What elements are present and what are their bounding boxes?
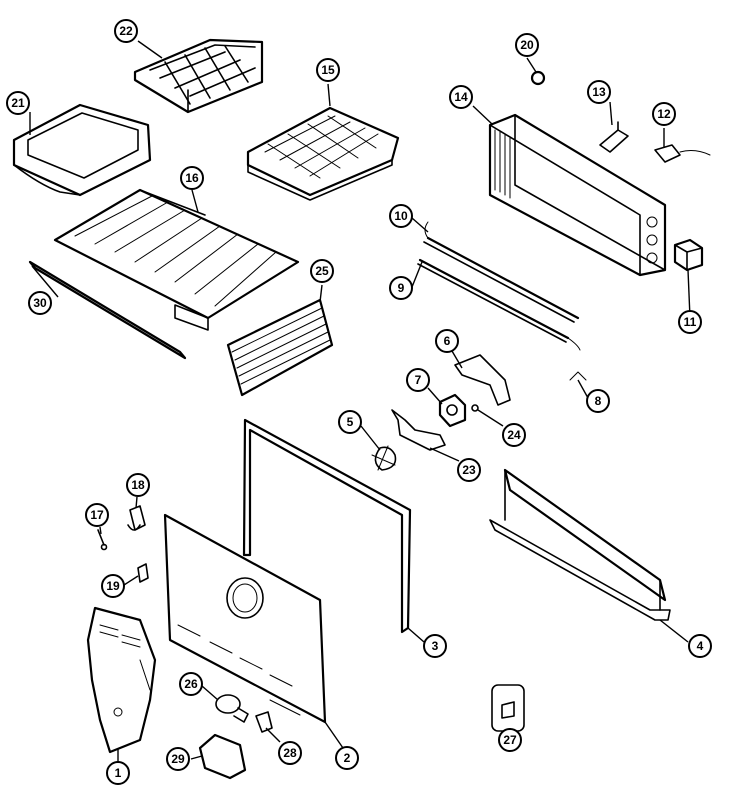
callout-label: 11	[684, 315, 697, 329]
callout-23: 23	[457, 458, 481, 482]
part-23-motor-bracket	[391, 409, 446, 451]
callout-6: 6	[435, 329, 459, 353]
callout-label: 22	[119, 24, 133, 38]
part-1-control-housing	[86, 606, 157, 754]
callout-14: 14	[449, 85, 473, 109]
part-3-gasket	[242, 418, 412, 634]
callout-label: 16	[185, 171, 199, 185]
callout-label: 8	[595, 394, 602, 408]
callout-13: 13	[587, 80, 611, 104]
callout-label: 25	[315, 264, 329, 278]
callout-19: 19	[101, 574, 125, 598]
callout-label: 15	[321, 63, 335, 77]
callout-label: 10	[394, 209, 408, 223]
callout-17: 17	[85, 503, 109, 527]
callout-9: 9	[389, 276, 413, 300]
callout-label: 30	[33, 296, 47, 310]
callout-label: 18	[131, 478, 145, 492]
callout-label: 23	[462, 463, 476, 477]
callout-30: 30	[28, 291, 52, 315]
part-6-fan-bracket	[454, 354, 511, 406]
callout-10: 10	[389, 204, 413, 228]
part-8-clip	[569, 371, 587, 381]
callout-1: 1	[106, 761, 130, 785]
callout-label: 13	[592, 85, 606, 99]
callout-26: 26	[179, 672, 203, 696]
part-24-grommet	[471, 404, 479, 412]
callout-label: 9	[398, 281, 405, 295]
callout-label: 17	[90, 508, 104, 522]
callout-27: 27	[498, 728, 522, 752]
part-22-ice-rack	[133, 38, 264, 114]
callout-label: 29	[171, 752, 185, 766]
callout-label: 27	[503, 733, 517, 747]
callout-11: 11	[678, 310, 702, 334]
leader-lines	[29, 40, 691, 762]
callout-label: 19	[106, 579, 120, 593]
callout-label: 4	[697, 639, 704, 653]
part-21-tray	[12, 103, 152, 197]
callout-label: 28	[283, 746, 297, 760]
callout-3: 3	[423, 634, 447, 658]
callout-18: 18	[126, 473, 150, 497]
part-25-ribbed-cover	[226, 298, 334, 397]
part-28-socket	[255, 711, 273, 733]
callout-7: 7	[406, 368, 430, 392]
part-4-drain-trough	[489, 468, 671, 621]
callout-label: 1	[115, 766, 122, 780]
part-13-bracket	[599, 121, 629, 153]
part-14-evaporator	[488, 113, 667, 277]
part-17-screw	[97, 529, 108, 551]
callout-2: 2	[335, 746, 359, 770]
callout-25: 25	[310, 259, 334, 283]
callout-8: 8	[586, 389, 610, 413]
part-9-heater-tube	[417, 258, 581, 351]
callout-label: 12	[657, 107, 671, 121]
callout-16: 16	[180, 166, 204, 190]
part-11-terminal-block	[673, 238, 704, 272]
part-5-fan-blade	[371, 445, 397, 471]
callout-20: 20	[515, 33, 539, 57]
callout-label: 24	[507, 428, 521, 442]
callout-29: 29	[166, 747, 190, 771]
callout-28: 28	[278, 741, 302, 765]
callout-12: 12	[652, 102, 676, 126]
callout-label: 5	[347, 415, 354, 429]
callout-5: 5	[338, 410, 362, 434]
part-7-fan-motor	[438, 393, 467, 428]
callout-label: 21	[11, 96, 25, 110]
part-20-nut	[530, 70, 546, 86]
callout-label: 2	[344, 751, 351, 765]
part-30-trim-strip	[28, 260, 187, 360]
callout-21: 21	[6, 91, 30, 115]
callout-label: 26	[184, 677, 198, 691]
part-29-light-shield	[198, 733, 247, 780]
part-18-knob	[127, 505, 146, 531]
part-16-wire-shelf	[53, 188, 300, 331]
part-27-switch	[491, 684, 525, 732]
callout-label: 7	[415, 373, 422, 387]
callout-label: 20	[520, 38, 534, 52]
callout-24: 24	[502, 423, 526, 447]
part-12-sensor	[654, 144, 711, 163]
part-26-light-bulb	[215, 694, 249, 723]
callout-label: 6	[444, 334, 451, 348]
callout-4: 4	[688, 634, 712, 658]
callout-label: 3	[432, 639, 439, 653]
callout-15: 15	[316, 58, 340, 82]
part-15-ice-cube-tray	[246, 106, 400, 201]
part-19-small-bracket	[137, 563, 149, 583]
callout-22: 22	[114, 19, 138, 43]
callout-label: 14	[454, 90, 468, 104]
